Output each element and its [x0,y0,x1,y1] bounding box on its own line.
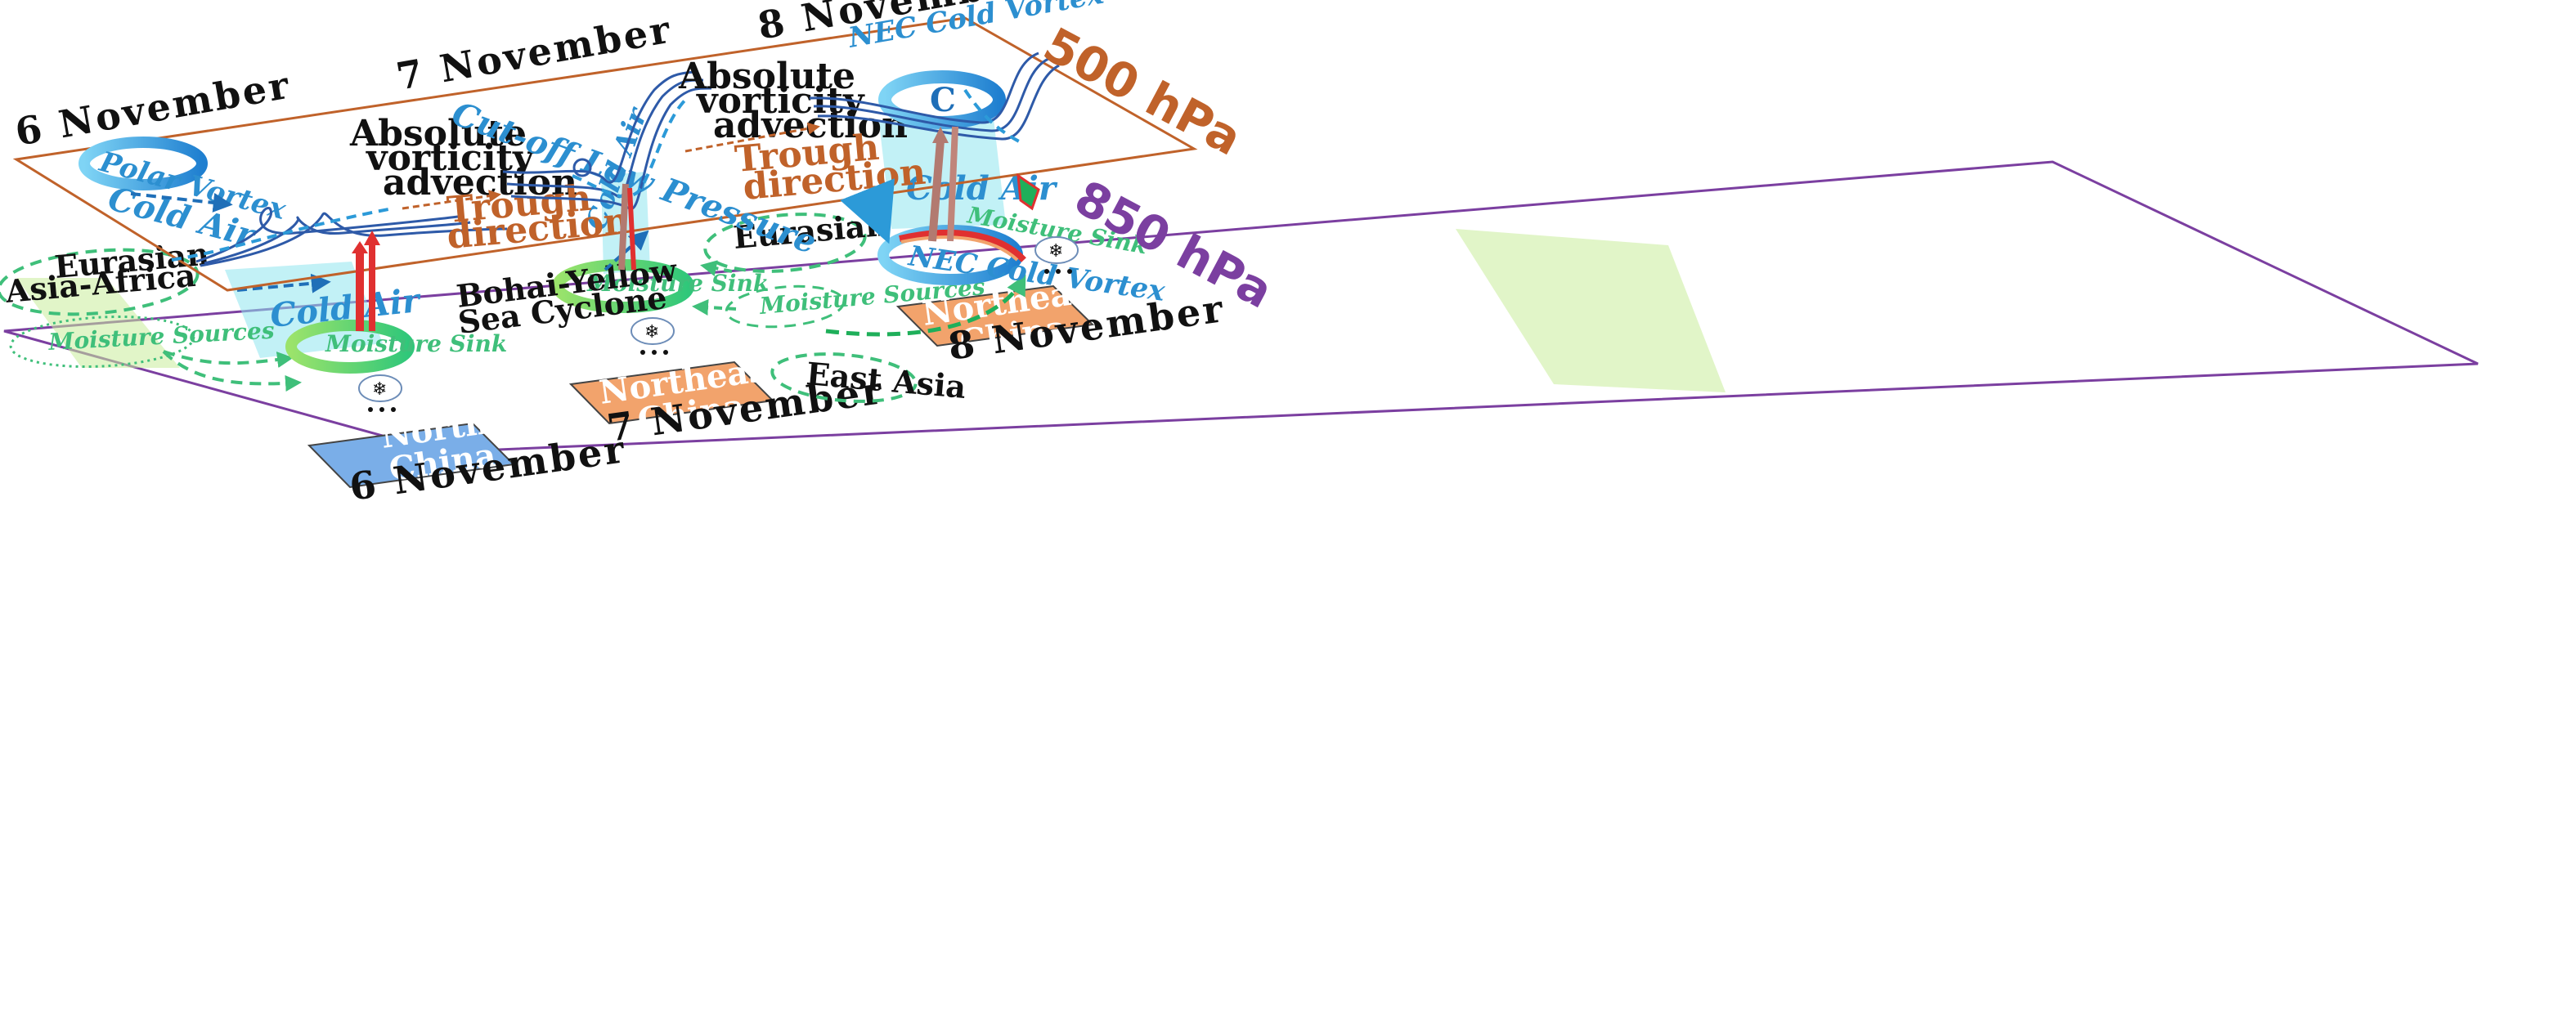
label-abs-vort-1-line1: Absolute [349,113,527,154]
c-symbol: C [930,81,956,119]
label-moisture-sink-7nov: Moisture Sink [586,270,769,297]
moisture-sources-ellipse-west [9,315,195,369]
abs-vort-arrow-1 [402,190,501,210]
moisture-sources-ellipse-east [725,284,846,329]
level-label-500: 500 hPa [1034,16,1250,166]
updraft-arrows-8nov [928,126,958,242]
moisture-panel-west [16,278,180,368]
snow-icon: ❄ [631,317,675,355]
cutoff-low-contours [502,70,712,210]
upper-date-7nov: 7 November [393,7,675,98]
cold-air-column-8nov [879,119,1006,229]
eurasian-ellipse-west [0,248,200,316]
plane-850hpa [3,160,2479,454]
green-red-marker-8nov [1016,172,1040,211]
cutoff-low-axis [572,96,689,199]
region-north-china: North China [307,403,516,489]
snow-icon: ❄ [358,374,402,412]
moisture-panel-east [1456,229,1726,392]
trough-axis-west [171,207,393,262]
moisture-sink-ring-7nov: Moisture Sink [552,259,769,313]
east-asia-ellipse [770,352,918,403]
updraft-arrows-7nov [618,183,636,271]
nec-trough-axis [963,88,1023,145]
svg-text:❄: ❄ [372,379,387,400]
plane-500hpa [12,16,1198,292]
moisture-sink-ring-west: Moisture Sink [285,320,507,374]
svg-text:❄: ❄ [644,322,659,343]
moisture-flow-west-2 [162,350,302,392]
cold-air-arrow-500 [130,192,233,213]
moisture-flow-east-2 [692,298,737,316]
nec-cold-vortex-500: C [878,70,1006,129]
cold-air-down-arrow-8nov [840,178,895,244]
updraft-arrows-6nov [352,231,380,331]
moisture-flow-west-1 [163,350,294,368]
label-moisture-sink-west: Moisture Sink [325,330,507,357]
snow-icon: ❄ [1034,236,1079,274]
moisture-flow-east-3 [825,274,1026,337]
svg-text:❄: ❄ [1048,241,1063,262]
moisture-flow-east-1 [700,260,733,276]
abs-vort-arrow-2 [684,122,820,153]
label-abs-vort-2-line2: vorticity [696,80,865,122]
nec-contours [809,51,1060,141]
label-abs-vort-2-line1: Absolute [678,56,855,97]
